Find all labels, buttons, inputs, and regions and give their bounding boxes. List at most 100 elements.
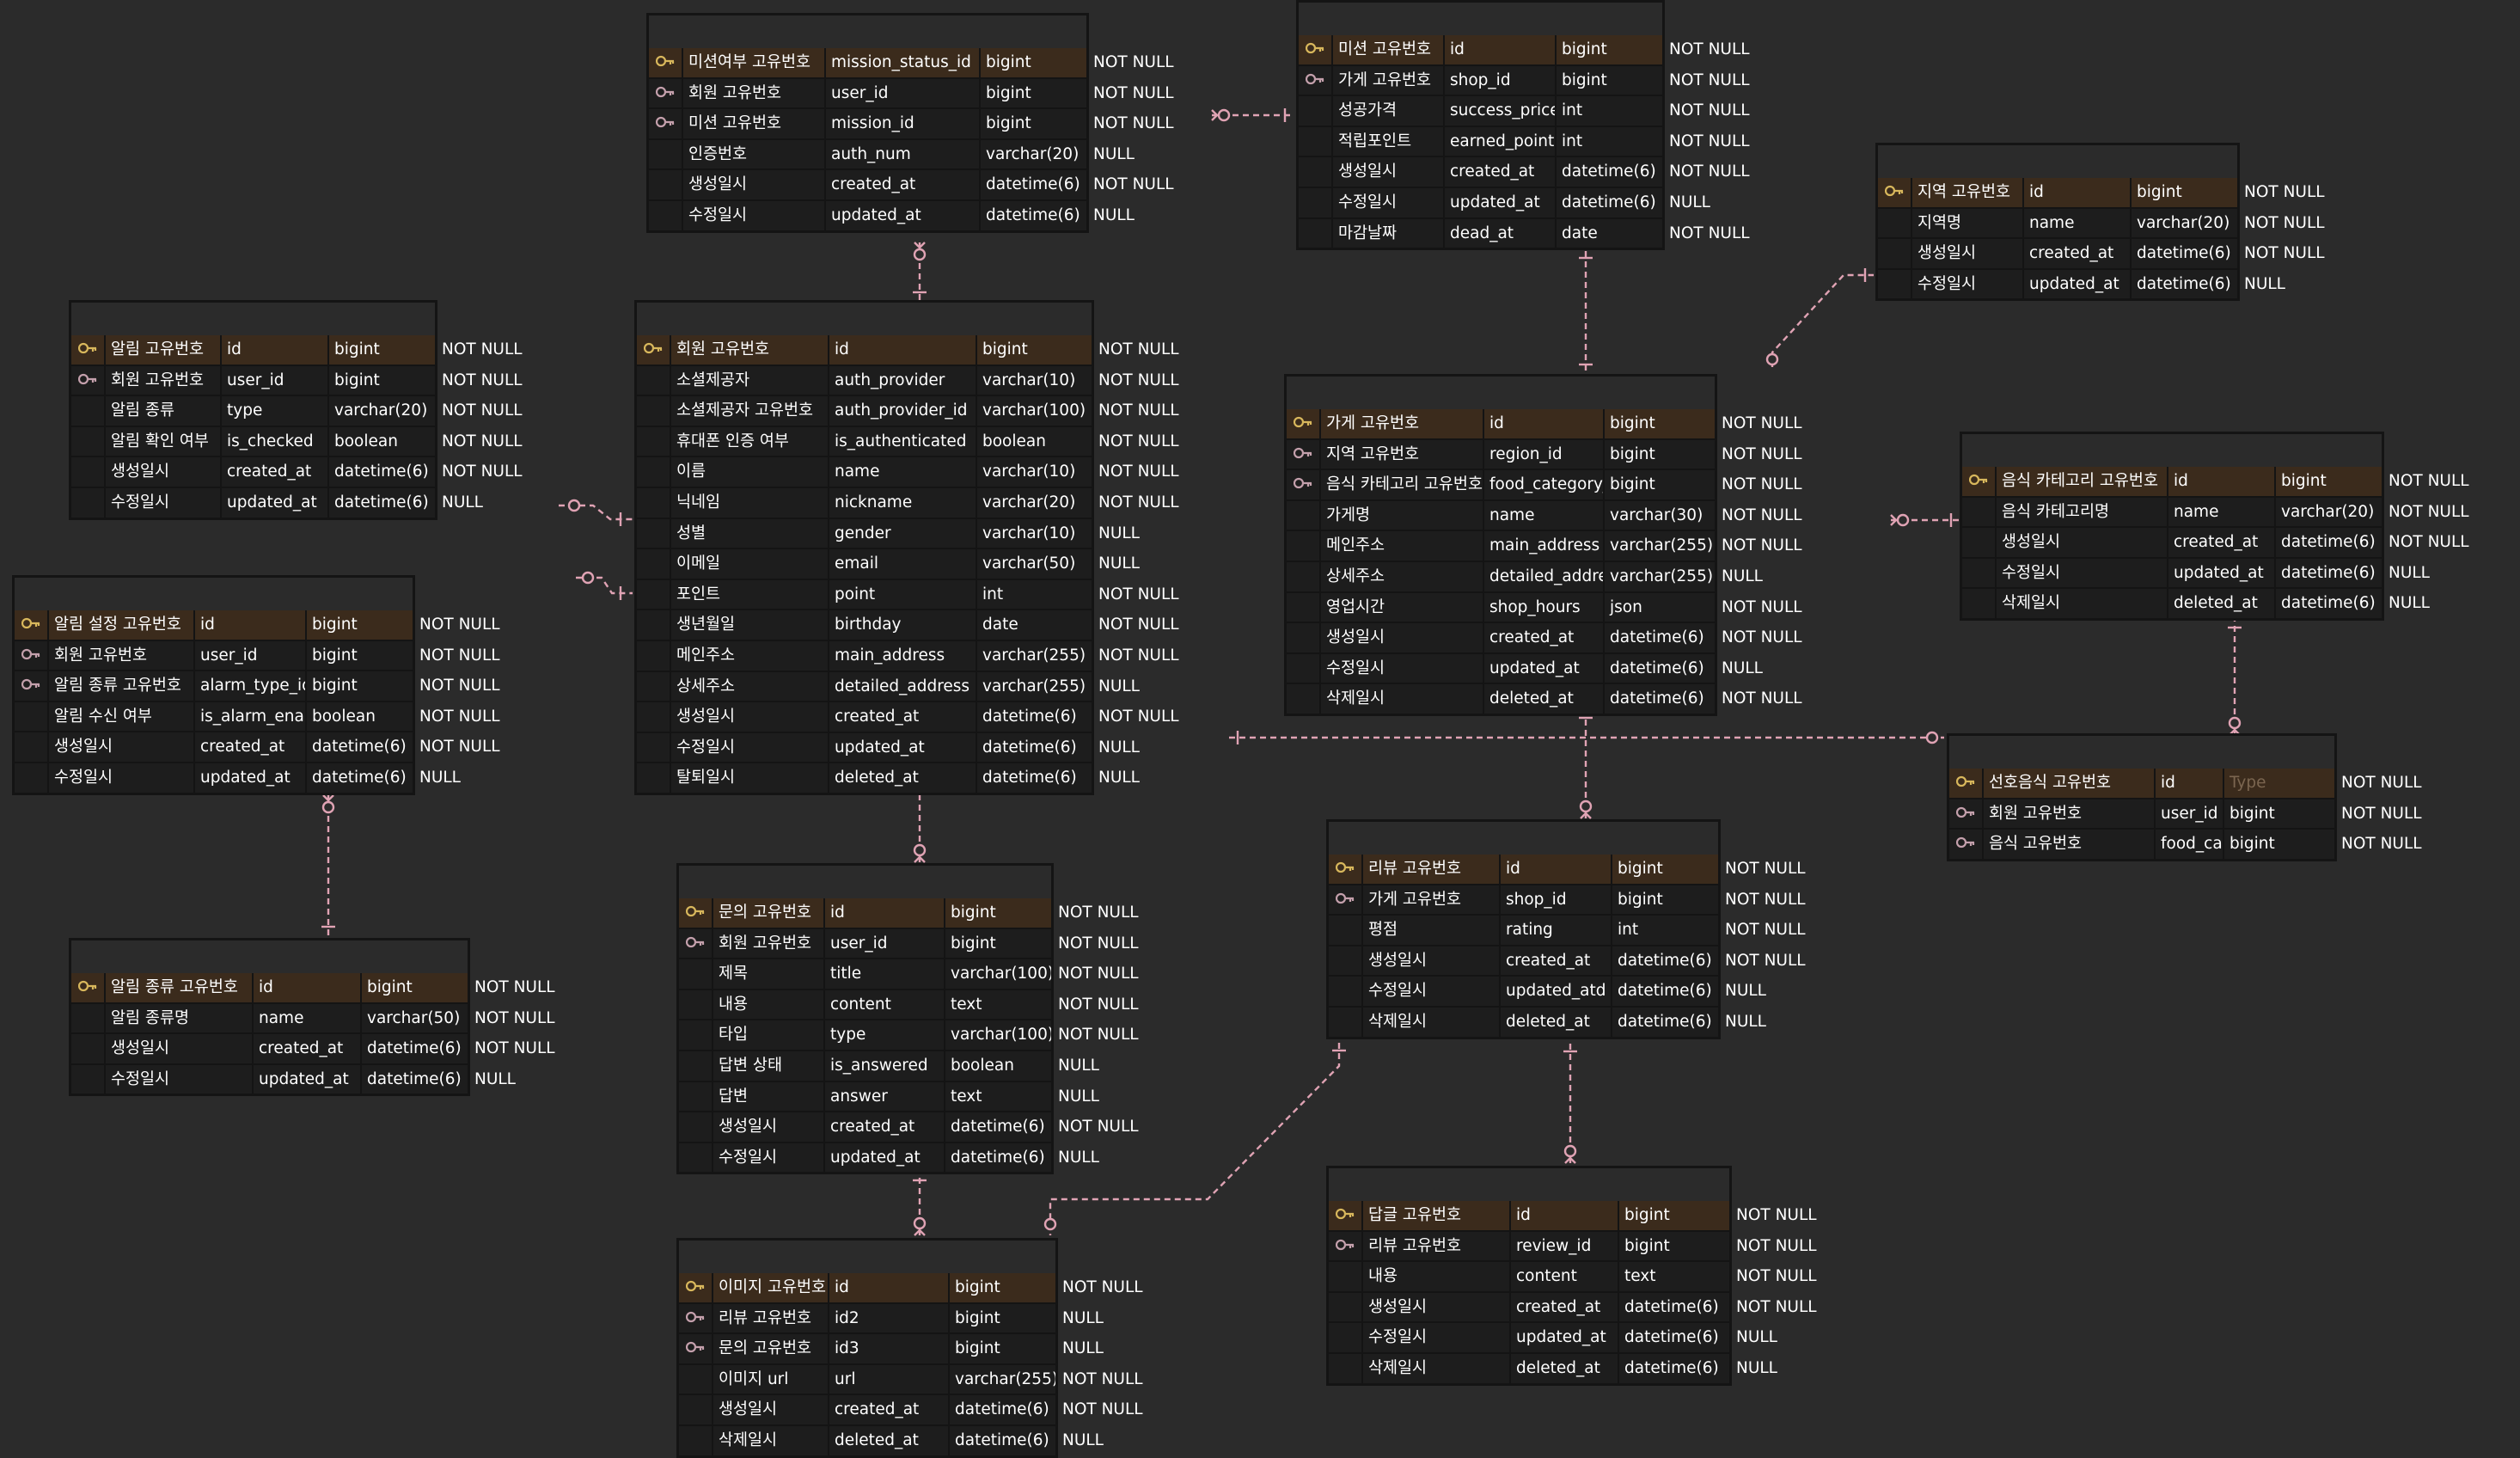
table-header[interactable] [1287, 377, 1715, 409]
table-header[interactable] [71, 303, 435, 335]
table-header[interactable] [1949, 736, 2334, 769]
table-header[interactable] [637, 303, 1092, 335]
table-header[interactable] [15, 578, 413, 610]
table-header[interactable] [71, 940, 468, 973]
table-header[interactable] [1299, 3, 1662, 35]
table-header[interactable] [679, 866, 1051, 898]
table-header[interactable] [1329, 1168, 1729, 1201]
table-header[interactable] [1878, 145, 2237, 178]
table-header[interactable] [649, 15, 1086, 48]
table-header[interactable] [679, 1241, 1055, 1273]
